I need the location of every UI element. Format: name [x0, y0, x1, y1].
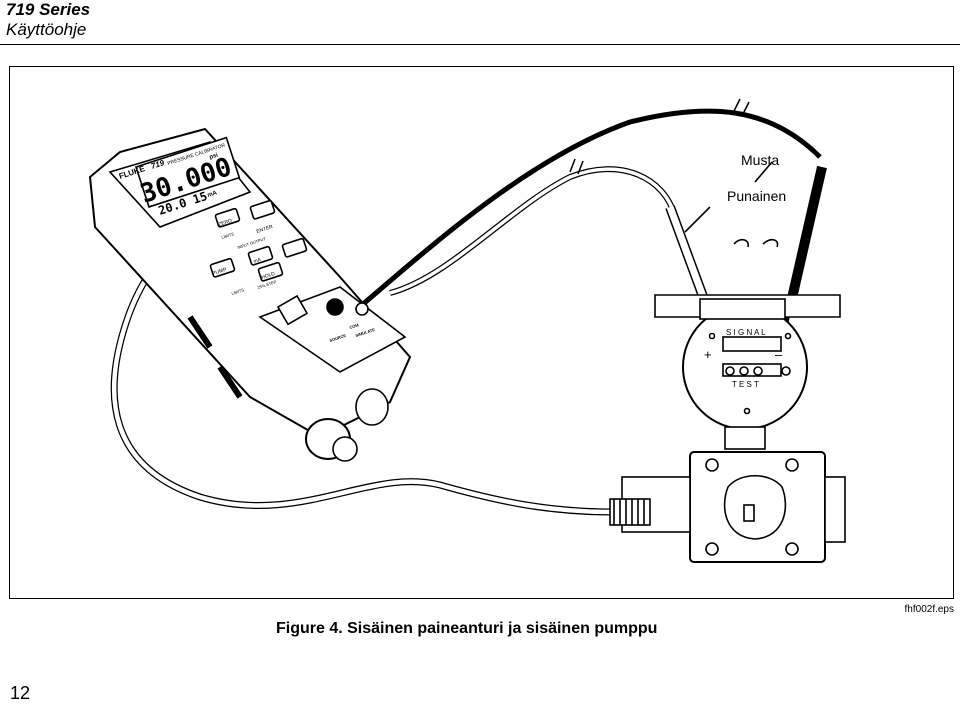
test-label: T E S T	[732, 380, 759, 389]
key-label-step: 25% STEP	[257, 279, 277, 290]
signal-label: S I G N A L	[726, 328, 766, 337]
header-series: 719 Series	[6, 0, 91, 19]
calibrator-model: 719	[150, 158, 166, 171]
wiring-illustration: FLUKE 719 PRESSURE CALIBRATOR 30.000 20.…	[88, 98, 846, 563]
key-label-limits: LIMITS	[221, 231, 235, 240]
header-rule	[0, 44, 960, 45]
terminal-minus: –	[775, 347, 783, 362]
display-unit: mA	[207, 190, 219, 199]
black-test-lead	[360, 108, 822, 307]
figure-file-reference: fhf002f.eps	[904, 604, 954, 615]
jack-label-com: COM	[349, 322, 360, 330]
key-zero: ZERO	[218, 218, 233, 228]
key-ma: mA	[253, 257, 263, 265]
key-hold: HOLD	[261, 271, 276, 281]
figure-caption: Figure 4. Sisäinen paineanturi ja sisäin…	[276, 620, 658, 637]
key-enter: ENTER	[256, 224, 274, 235]
jack-label-source: SOURCE	[329, 333, 347, 343]
figure-frame: FLUKE 719 PRESSURE CALIBRATOR 30.000 20.…	[9, 66, 954, 599]
header-manual: Käyttöohje	[6, 20, 87, 39]
key-label-limits-2: LIMITS	[231, 287, 245, 296]
page-number: 12	[10, 683, 31, 703]
key-pump: PUMP	[212, 267, 228, 277]
label-red-lead: Punainen	[727, 188, 787, 204]
jack-label-simulate: SIMULATE	[355, 327, 376, 338]
terminal-plus: +	[704, 347, 712, 362]
display-unit-2: psi	[209, 152, 219, 160]
label-black-lead: Musta	[741, 152, 780, 168]
